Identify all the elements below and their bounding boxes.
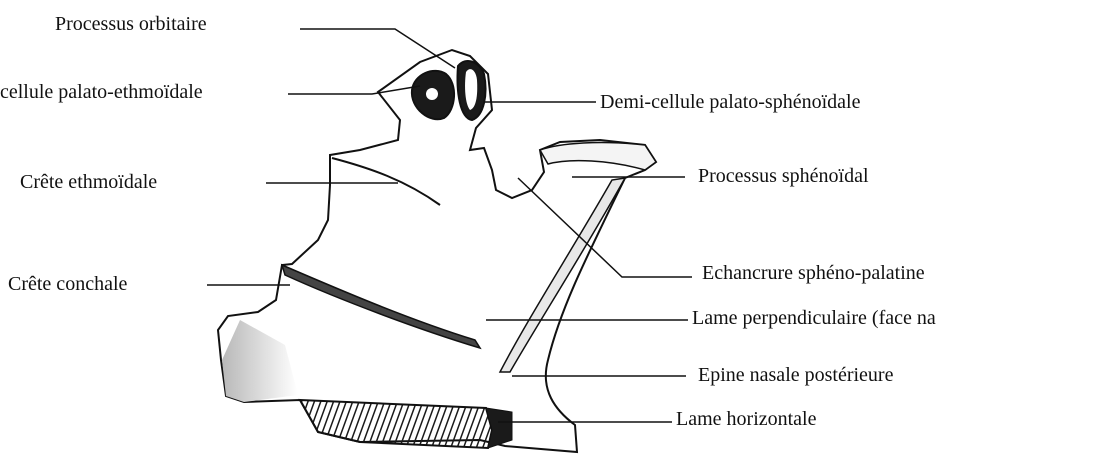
label-crete-conchale: Crête conchale [8,274,127,294]
label-echancrure-spheno-palatine: Echancrure sphéno-palatine [702,263,925,283]
orbital-cell-dot [426,88,438,100]
horizontal-plate [300,400,492,448]
label-lame-perpendiculaire: Lame perpendiculaire (face na [692,308,936,328]
label-lame-horizontale: Lame horizontale [676,409,817,429]
label-epine-nasale-posterieure: Epine nasale postérieure [698,365,893,385]
label-cellule-palato-ethmoidale: cellule palato-ethmoïdale [0,82,203,102]
label-crete-ethmoidale: Crête ethmoïdale [20,172,157,192]
label-processus-sphenoidal: Processus sphénoïdal [698,166,869,186]
label-demi-cellule-palato-sphenoidale: Demi-cellule palato-sphénoïdale [600,92,860,112]
label-processus-orbitaire: Processus orbitaire [55,14,207,34]
